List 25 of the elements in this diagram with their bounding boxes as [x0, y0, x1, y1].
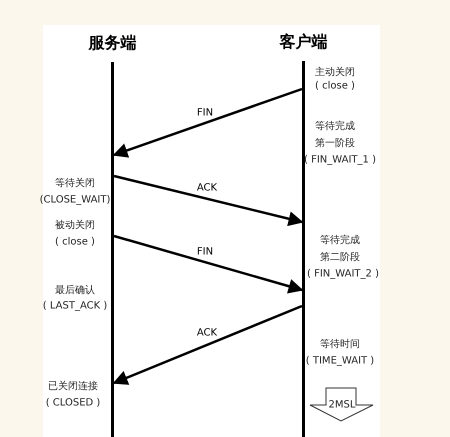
state-label: ( CLOSED )	[46, 398, 100, 408]
state-label: ( close )	[315, 80, 355, 92]
message-arrow	[112, 304, 302, 385]
state-label: 主动关闭	[315, 66, 355, 79]
edge-label: ACK	[194, 182, 220, 194]
state-label: 等待完成	[315, 120, 355, 133]
edge-label: ACK	[194, 328, 220, 338]
state-label: ( FIN_WAIT_1 )	[304, 154, 376, 166]
state-label: ( close )	[55, 236, 95, 248]
message-arrow	[112, 88, 302, 158]
state-label: 等待完成	[320, 234, 360, 247]
state-label: 第二阶段	[320, 251, 360, 264]
duration-label: 2MSL	[328, 400, 356, 410]
message-arrow	[114, 234, 304, 294]
lifeline-title: 客户端	[280, 32, 328, 53]
state-label: 已关闭连接	[48, 380, 98, 393]
edge-label: FIN	[194, 108, 216, 118]
message-arrow	[114, 174, 304, 226]
lifeline-title: 服务端	[88, 33, 136, 54]
state-label: 最后确认	[55, 284, 95, 297]
edge-label: FIN	[194, 246, 216, 258]
state-label: 等待关闭	[55, 176, 95, 190]
state-label: 等待时间	[320, 338, 360, 351]
state-label: 第一阶段	[315, 137, 355, 150]
state-label: 被动关闭	[55, 218, 95, 232]
